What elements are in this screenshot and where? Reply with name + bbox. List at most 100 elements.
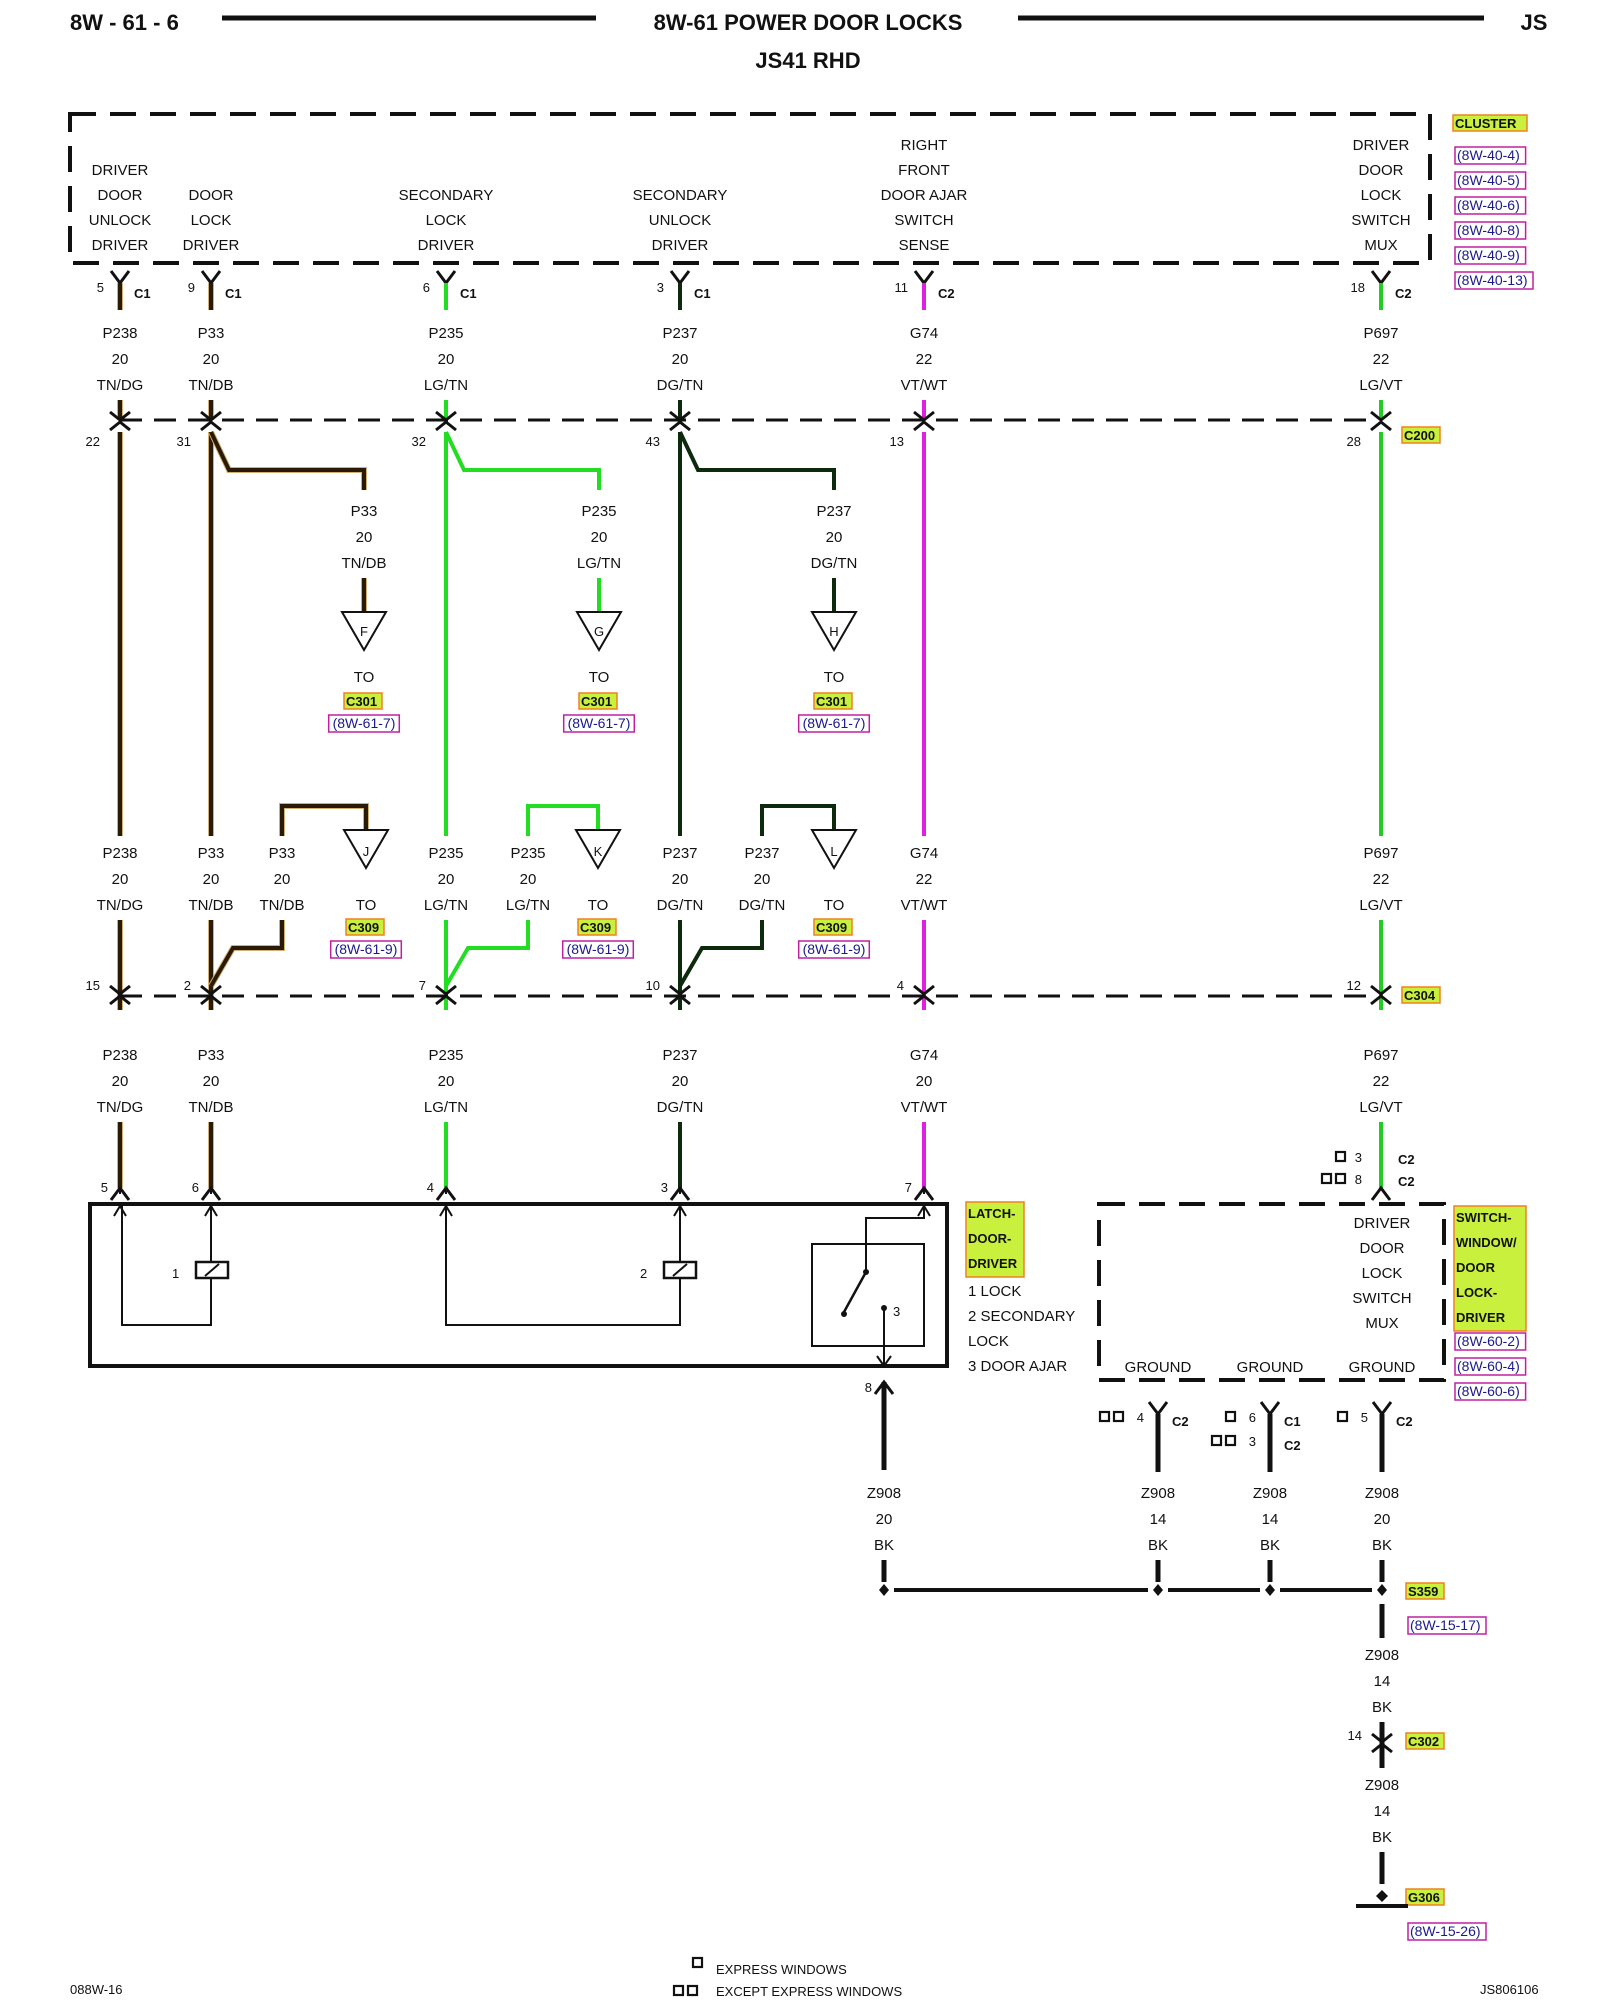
circuit-g74-gauge-mid: 22 xyxy=(916,871,933,888)
circuit-p33-color-code: TN/DB xyxy=(189,377,234,394)
circuit-g74-cluster-conn: C2 xyxy=(938,286,955,301)
switch-name: LOCK- xyxy=(1456,1285,1497,1300)
branch-f-letter: F xyxy=(360,624,368,639)
branch-j-gauge: 20 xyxy=(274,871,291,888)
circuit-p237-c200-pin: 43 xyxy=(646,434,660,449)
switch-name-bg xyxy=(1454,1256,1526,1281)
switch-name: WINDOW/ xyxy=(1456,1235,1517,1250)
branch-j-ref-box xyxy=(329,940,403,959)
circuit-p235-cluster-pin xyxy=(435,270,457,286)
circuit-p697-gauge-mid: 22 xyxy=(1373,871,1390,888)
branch-h-conn-tag: C301 xyxy=(816,694,847,709)
ground-wire-color: BK xyxy=(1372,1537,1392,1554)
cluster-function-label: MUX xyxy=(1364,237,1397,254)
cluster-function-label: DRIVER xyxy=(183,237,240,254)
legend-express: EXPRESS WINDOWS xyxy=(716,1962,847,1977)
circuit-p697-c200-symbol-b xyxy=(1370,420,1392,432)
cluster-ref-link: (8W-40-4) xyxy=(1457,147,1520,163)
cluster-function-label: UNLOCK xyxy=(89,212,152,229)
circuit-p235-cluster-conn: C1 xyxy=(460,286,477,301)
switch-ground-label: GROUND xyxy=(1349,1359,1416,1376)
circuit-p697-c304-symbol-a xyxy=(1370,994,1392,1006)
branch-l-ref-box xyxy=(797,940,871,959)
circuit-p235-wire-id-low: P235 xyxy=(428,1047,463,1064)
branch-l-conn-tag-bg xyxy=(813,918,853,936)
legend-except-express: EXCEPT EXPRESS WINDOWS xyxy=(716,1984,902,1999)
ground-point-icon xyxy=(1376,1890,1388,1902)
circuit-p697-color-mid: LG/VT xyxy=(1359,897,1402,914)
except-express-marker-icon xyxy=(1112,1410,1125,1423)
express-marker-icon xyxy=(1336,1410,1349,1423)
circuit-g74-c200-pin: 13 xyxy=(890,434,904,449)
cluster-name-tag: CLUSTER xyxy=(1455,116,1517,131)
switch-ref-box xyxy=(1454,1382,1527,1401)
switch-pivot xyxy=(863,1269,869,1275)
branch-l-ref: (8W-61-9) xyxy=(803,941,866,957)
circuit-p33-c200-pin: 31 xyxy=(177,434,191,449)
branch-l-offpage-arrow-icon xyxy=(810,829,858,870)
ground-wire-gauge: 14 xyxy=(1150,1511,1167,1528)
circuit-p33-color-mid: TN/DB xyxy=(189,897,234,914)
branch-g-conn-tag: C301 xyxy=(581,694,612,709)
cluster-ref-link: (8W-40-6) xyxy=(1457,197,1520,213)
cluster-function-label: DRIVER xyxy=(92,162,149,179)
circuit-p238-cluster-pin-number: 5 xyxy=(97,280,104,295)
latch-ground-pin: 8 xyxy=(865,1380,872,1395)
g306-tag-bg xyxy=(1405,1888,1445,1906)
cluster-function-label: LOCK xyxy=(426,212,467,229)
cluster-function-label: DRIVER xyxy=(652,237,709,254)
c302-pin: 14 xyxy=(1348,1728,1362,1743)
switch-ref-link: (8W-60-6) xyxy=(1457,1383,1520,1399)
branch-f-ref-box xyxy=(327,714,401,733)
switch-input-pin-number: 8 xyxy=(1355,1172,1362,1187)
branch-j-ref: (8W-61-9) xyxy=(335,941,398,957)
branch-g-color: LG/TN xyxy=(577,555,621,572)
branch-f-conn-tag-bg xyxy=(343,692,383,710)
cluster-ref-link: (8W-40-9) xyxy=(1457,247,1520,263)
switch-ground-conn: C1 xyxy=(1284,1414,1301,1429)
branch-k-to: TO xyxy=(588,897,609,914)
page-subtitle: JS41 RHD xyxy=(755,48,860,73)
ground-trunk-wire-id: Z908 xyxy=(1365,1647,1399,1664)
circuit-g74-color-code: VT/WT xyxy=(901,377,948,394)
cluster-ref-box xyxy=(1454,171,1527,190)
cluster-ref-link: (8W-40-8) xyxy=(1457,222,1520,238)
branch-k-conn-tag: C309 xyxy=(580,920,611,935)
circuit-g74-color-mid: VT/WT xyxy=(901,897,948,914)
circuit-p33-cluster-pin-number: 9 xyxy=(188,280,195,295)
express-marker-icon xyxy=(1334,1150,1347,1163)
circuit-p235-gauge-mid: 20 xyxy=(438,871,455,888)
ground-wire-id: Z908 xyxy=(1365,1485,1399,1502)
circuit-p697-c304-symbol-b xyxy=(1370,984,1392,996)
branch-k-wire-id: P235 xyxy=(510,845,545,862)
circuit-p238-cluster-pin xyxy=(109,270,131,286)
splice-node-icon xyxy=(1377,1584,1387,1596)
circuit-g74-color-low: VT/WT xyxy=(901,1099,948,1116)
branch-h-offpage-arrow-icon xyxy=(810,611,858,652)
circuit-p237-c304-symbol-b xyxy=(669,984,691,996)
latch-name: DOOR- xyxy=(968,1231,1011,1246)
switch-input-conn: C2 xyxy=(1398,1152,1415,1167)
branch-l-letter: L xyxy=(830,844,837,859)
circuit-p697-color-code: LG/VT xyxy=(1359,377,1402,394)
cluster-function-label: SWITCH xyxy=(1351,212,1410,229)
circuit-p235-color-mid: LG/TN xyxy=(424,897,468,914)
branch-l-conn-tag: C309 xyxy=(816,920,847,935)
circuit-p237-wire-id: P237 xyxy=(662,325,697,342)
branch-k-upper-wire xyxy=(526,804,600,836)
circuit-g74-gauge-low: 20 xyxy=(916,1073,933,1090)
circuit-p238-latch-arrow xyxy=(113,1204,127,1217)
circuit-p697-cluster-pin xyxy=(1370,270,1392,286)
circuit-p237-color-mid: DG/TN xyxy=(657,897,704,914)
cluster-function-label: SWITCH xyxy=(894,212,953,229)
branch-k-conn-tag-bg xyxy=(577,918,617,936)
ground-trunk-color: BK xyxy=(1372,1699,1392,1716)
cluster-function-label: UNLOCK xyxy=(649,212,712,229)
switch-name-bg xyxy=(1454,1281,1526,1306)
circuit-p33-gauge-mid: 20 xyxy=(203,871,220,888)
branch-h-gauge: 20 xyxy=(826,529,843,546)
switch-function-label: MUX xyxy=(1365,1315,1398,1332)
